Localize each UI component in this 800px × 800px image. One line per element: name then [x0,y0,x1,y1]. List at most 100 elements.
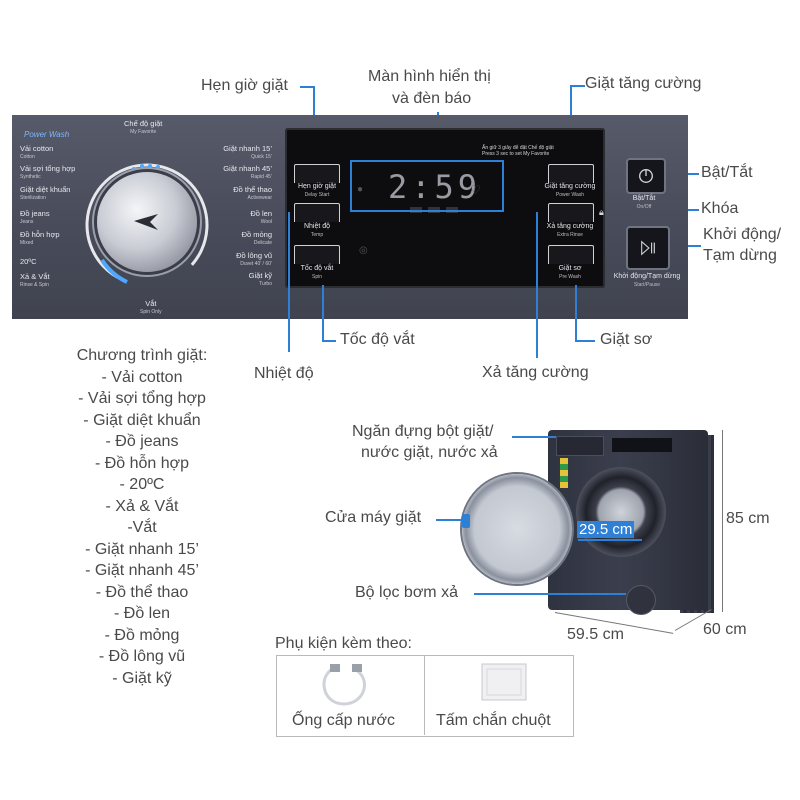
callout-lock: Khóa [701,200,739,217]
list-item: - Xả & Vắt [105,497,179,515]
power-wash-logo: Power Wash [24,130,70,139]
accessory-water-hose: Ống cấp nước [292,712,396,729]
width-label: 59.5 cm [567,626,624,643]
leader-line [322,340,336,342]
list-item: - 20ºC [119,476,165,493]
callout-power-wash: Giặt tăng cường [585,75,702,92]
leader-line [436,519,462,521]
leader-line [536,212,538,358]
door-dimension-line [578,539,642,541]
water-hose-icon [322,664,366,706]
list-item: - Giặt kỹ [112,669,172,687]
list-item: - Đồ mỏng [104,626,180,644]
display-highlight-frame [350,160,504,212]
callout-delay-start: Hẹn giờ giặt [201,77,288,94]
knob-indicator-icon [134,214,158,230]
leader-line [288,212,290,352]
leader-line [575,285,577,341]
accessories-divider [424,655,425,735]
accessories-title: Phụ kiện kèm theo: [275,635,412,652]
lock-indicator-icon: ◎ [359,245,368,256]
leader-line [322,285,324,341]
program-label-20c: 20ºC [20,257,37,266]
list-item: - Giặt diệt khuẩn [83,411,201,429]
start-pause-button[interactable] [626,226,670,270]
machine-door[interactable] [462,474,572,584]
accessories-box [276,655,574,737]
spin-button[interactable] [294,245,340,264]
depth-label: 60 cm [703,621,747,638]
leader-line [571,85,585,87]
leader-line [300,86,314,88]
machine-mini-display [612,438,672,452]
list-item: - Đồ thể thao [95,583,189,601]
list-item: - Đồ jeans [105,433,179,450]
drum [576,467,666,557]
list-item: - Đồ len [113,605,171,622]
program-list-title: Chương trình giặt: [76,347,208,364]
list-item: - Đồ lông vũ [98,648,186,665]
extra-rinse-button[interactable] [548,203,594,222]
list-item: - Vải sợi tổng hợp [78,390,206,407]
delay-start-button[interactable] [294,164,340,183]
callout-display-1: Màn hình hiển thị [368,68,491,85]
power-button[interactable] [626,158,666,194]
callout-on-off: Bật/Tắt [701,164,753,181]
mouse-guard-icon [481,663,527,701]
list-item: -Vắt [127,519,157,536]
heart-icon: ♡ [470,183,481,197]
height-dimension-line [722,430,723,612]
temp-button[interactable] [294,203,340,222]
callout-spin-speed: Tốc độ vắt [340,331,415,348]
door-diameter-label: 29.5 cm [577,521,635,538]
callout-pre-wash: Giặt sơ [600,331,653,348]
height-label: 85 cm [726,510,770,527]
list-item: - Giặt nhanh 45’ [85,562,199,579]
program-label-quick15: Giặt nhanh 15’Quick 15’ [223,144,272,161]
detergent-drawer[interactable] [556,436,604,456]
leader-line [575,340,595,342]
program-list: Chương trình giặt: - Vải cotton - Vải sợ… [42,345,242,689]
list-item: - Vải cotton [101,368,183,386]
play-pause-icon [641,240,655,256]
door-handle [462,514,470,528]
callout-detergent-2: nước giặt, nước xả [361,444,498,461]
callout-detergent-1: Ngăn đựng bột giặt/ [352,423,494,440]
list-item: - Đồ hỗn hợp [94,454,190,472]
callout-start-1: Khởi động/ [703,226,782,243]
callout-temperature: Nhiệt độ [254,365,314,382]
time-readout: 2:59 [388,168,482,206]
callout-extra-rinse: Xả tăng cường [482,364,589,381]
drain-pump-filter[interactable] [626,585,656,615]
child-lock-icon: 🔒︎ [599,207,604,217]
water-drop-icon: ● [357,184,364,195]
callout-start-2: Tạm dừng [703,247,777,264]
power-wash-button[interactable] [548,164,594,183]
leader-line [474,593,626,595]
callout-display-2: và đèn báo [392,90,472,107]
pre-wash-button[interactable] [548,245,594,264]
energy-label-sticker [560,458,568,488]
list-item: - Giặt nhanh 15’ [85,540,199,558]
callout-door: Cửa máy giặt [325,509,422,526]
